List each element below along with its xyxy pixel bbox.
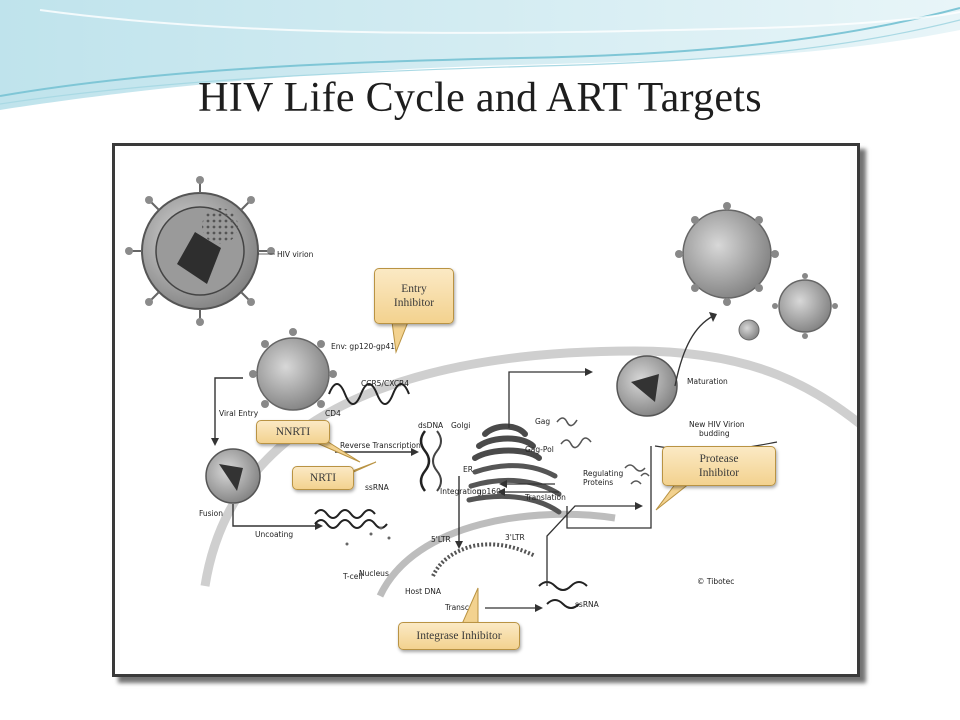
gag-protein [556, 417, 578, 427]
label-ccr5: CCR5/CXCR4 [361, 379, 409, 388]
maturation-arrow [674, 315, 714, 387]
label-transcription: Transcr [444, 603, 473, 612]
budding-virion-illustration [616, 355, 678, 417]
viral-ssrna-right [538, 581, 588, 591]
label-host-dna: Host DNA [405, 587, 442, 596]
label-uncoating: Uncoating [255, 530, 293, 539]
gag-pol-protein [560, 437, 592, 449]
label-nucleus: Nucleus [359, 569, 389, 578]
virus-binding-illustration [249, 328, 410, 411]
label-reverse-transcription: Reverse Transcription [340, 441, 421, 450]
protease-inhibitor-callout: Protease Inhibitor [662, 446, 776, 486]
hiv-lifecycle-figure: HIV virion Env: gp120-gp41 CCR5/CXCR4 CD… [112, 143, 860, 677]
uncoating-arrow [232, 504, 315, 527]
regulating-proteins [624, 464, 650, 485]
label-maturation: Maturation [687, 377, 728, 386]
hiv-virion-illustration [125, 176, 275, 326]
header-wave-decoration [0, 0, 960, 110]
label-viral-entry: Viral Entry [219, 409, 259, 418]
viral-entry-arrow [214, 377, 243, 438]
golgi-illustration [472, 423, 542, 461]
label-5ltr: 5'LTR [431, 535, 451, 544]
host-dna-strand [431, 542, 536, 577]
label-env: Env: gp120-gp41 [331, 342, 395, 351]
nnrti-callout: NNRTI [256, 420, 330, 444]
label-ssrna-right: ssRNA [575, 600, 600, 609]
integrase-inhibitor-callout: Integrase Inhibitor [398, 622, 520, 650]
translation-path [546, 505, 635, 586]
label-new-virion-1: New HIV Virion [689, 420, 745, 429]
label-cd4: CD4 [325, 409, 341, 418]
label-ssrna-left: ssRNA [365, 483, 390, 492]
fusion-illustration [205, 448, 261, 504]
label-dsdna: dsDNA [418, 421, 444, 430]
dsdna-helix [419, 430, 431, 492]
label-hiv-virion: HIV virion [277, 250, 314, 259]
assembly-path [508, 371, 585, 428]
label-fusion: Fusion [199, 509, 223, 518]
label-gag-pol: Gag-Pol [525, 445, 554, 454]
lifecycle-diagram: HIV virion Env: gp120-gp41 CCR5/CXCR4 CD… [125, 176, 857, 612]
nrti-callout: NRTI [292, 466, 354, 490]
cell-membrane [200, 346, 857, 587]
viral-rna-strand [314, 519, 388, 529]
mature-virions-illustration [675, 202, 838, 341]
label-gp160: gp160 [477, 487, 501, 496]
label-regulating: Regulating [583, 469, 623, 478]
nucleus-membrane [376, 510, 616, 598]
slide-title: HIV Life Cycle and ART Targets [198, 75, 762, 121]
label-proteins: Proteins [583, 478, 613, 487]
label-translation: Translation [524, 493, 566, 502]
label-t-cell: T-cell [342, 572, 363, 581]
label-er: ER [463, 465, 473, 474]
label-integration: Integration [440, 487, 482, 496]
label-new-virion-2: budding [699, 429, 730, 438]
label-golgi: Golgi [451, 421, 470, 430]
copyright-tibotec: © Tibotec [697, 577, 734, 586]
entry-inhibitor-callout: Entry Inhibitor [374, 268, 454, 324]
label-gag: Gag [535, 417, 550, 426]
er-illustration [466, 463, 562, 515]
label-3ltr: 3'LTR [505, 533, 525, 542]
